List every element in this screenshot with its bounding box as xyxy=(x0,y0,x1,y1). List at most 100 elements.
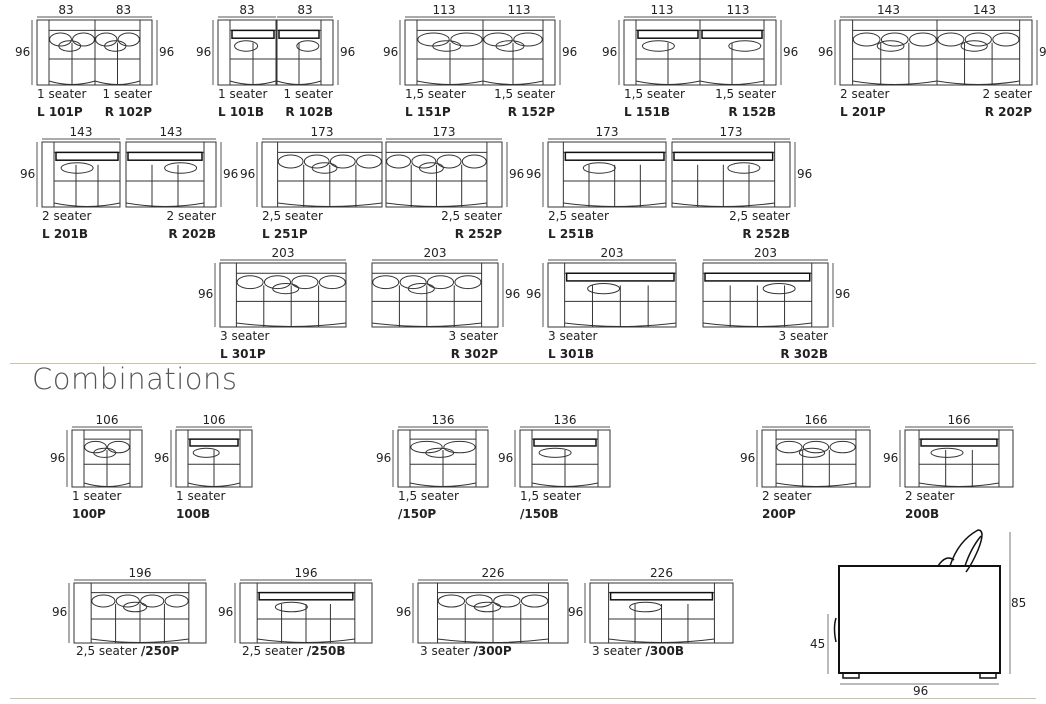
depth-dimension: 96 xyxy=(1039,44,1046,59)
width-dimension: 83 xyxy=(115,3,132,17)
module-code: 200B xyxy=(905,507,940,521)
seater-label: 1 seater xyxy=(218,87,268,101)
side-height-label: 85 xyxy=(1011,596,1027,610)
width-dimension: 203 xyxy=(423,246,447,260)
seater-label: 2,5 seater xyxy=(242,644,303,658)
module-code: L 301P xyxy=(220,347,266,361)
module-code: 100P xyxy=(72,507,106,521)
module-code: L 201P xyxy=(840,105,886,119)
side-view-drawing xyxy=(827,529,1011,685)
depth-dimension: 96 xyxy=(198,287,214,301)
module-code: R 252B xyxy=(742,227,790,241)
module-drawing xyxy=(482,16,561,86)
width-dimension: 143 xyxy=(159,125,183,139)
depth-dimension: 96 xyxy=(154,450,170,465)
width-dimension: 83 xyxy=(239,3,255,17)
module-drawing xyxy=(834,16,938,86)
width-dimension: 136 xyxy=(553,413,577,427)
module-drawing xyxy=(671,138,796,208)
seater-label: 3 seater xyxy=(778,329,828,343)
width-dimension: 113 xyxy=(507,3,531,17)
module-code: /300P xyxy=(473,644,512,658)
width-dimension: 203 xyxy=(600,246,624,260)
module-code: R 252P xyxy=(454,227,502,241)
module-code: /250P xyxy=(140,644,180,658)
module-drawing xyxy=(936,16,1038,86)
module-code: L 251B xyxy=(548,227,595,241)
module-code: R 302P xyxy=(450,347,498,361)
divider-bottom xyxy=(10,698,1036,699)
module-code: R 102P xyxy=(104,105,152,119)
depth-dimension: 96 xyxy=(526,287,542,301)
module-drawing xyxy=(212,16,277,86)
seater-label: 2 seater xyxy=(905,489,955,503)
module-drawing xyxy=(514,426,611,488)
width-dimension: 106 xyxy=(95,413,119,427)
seater-label: 1,5 seater xyxy=(624,87,685,101)
module-code: L 101P xyxy=(37,105,83,119)
module-label: 2,5 seater/250B xyxy=(242,644,346,658)
depth-dimension: 96 xyxy=(783,44,799,59)
depth-dimension: 96 xyxy=(20,166,36,181)
module-drawing xyxy=(66,426,143,488)
module-code: 200P xyxy=(762,507,796,521)
module-drawing xyxy=(68,579,207,644)
module-drawing xyxy=(618,16,701,86)
width-dimension: 173 xyxy=(432,125,456,139)
module-code: R 302B xyxy=(780,347,828,361)
depth-dimension: 96 xyxy=(340,44,356,59)
module-drawing xyxy=(899,426,1014,488)
seater-label: 2,5 seater xyxy=(548,209,609,223)
seater-label: 3 seater xyxy=(548,329,598,343)
module-code: L 301B xyxy=(548,347,595,361)
depth-dimension: 96 xyxy=(505,287,521,301)
depth-dimension: 96 xyxy=(396,605,412,619)
width-dimension: 166 xyxy=(804,413,828,427)
module-drawing xyxy=(412,579,569,644)
depth-dimension: 96 xyxy=(568,605,584,619)
depth-dimension: 96 xyxy=(835,287,851,301)
module-drawing xyxy=(214,259,347,328)
width-dimension: 143 xyxy=(877,3,900,17)
module-label: 3 seater/300B xyxy=(592,644,684,658)
module-drawing xyxy=(94,16,158,86)
module-code: R 202B xyxy=(168,227,216,241)
module-code: L 101B xyxy=(218,105,265,119)
depth-dimension: 96 xyxy=(383,44,399,59)
width-dimension: 196 xyxy=(294,566,318,580)
sofa-module: 203 96 3 seater R 302B xyxy=(702,246,850,361)
seater-label: 3 seater xyxy=(220,329,270,343)
depth-dimension: 96 xyxy=(240,166,256,181)
module-drawing xyxy=(385,138,508,208)
width-dimension: 106 xyxy=(202,413,226,427)
width-dimension: 203 xyxy=(754,246,777,260)
seater-label: 1 seater xyxy=(176,489,226,503)
seater-label: 1,5 seater xyxy=(398,489,459,503)
module-code: /150P xyxy=(398,507,437,521)
seat-height-label: 45 xyxy=(810,637,826,651)
depth-dimension: 96 xyxy=(526,166,542,181)
depth-dimension: 96 xyxy=(50,450,66,465)
width-dimension: 173 xyxy=(310,125,334,139)
side-view-diagram: 85 45 96 xyxy=(800,520,1046,704)
seater-label: 2,5 seater xyxy=(729,209,790,223)
module-drawing xyxy=(31,16,96,86)
module-label: 3 seater/300P xyxy=(420,644,512,658)
seater-label: 2 seater xyxy=(166,209,216,223)
depth-dimension: 96 xyxy=(15,44,31,59)
module-code: L 251P xyxy=(262,227,308,241)
